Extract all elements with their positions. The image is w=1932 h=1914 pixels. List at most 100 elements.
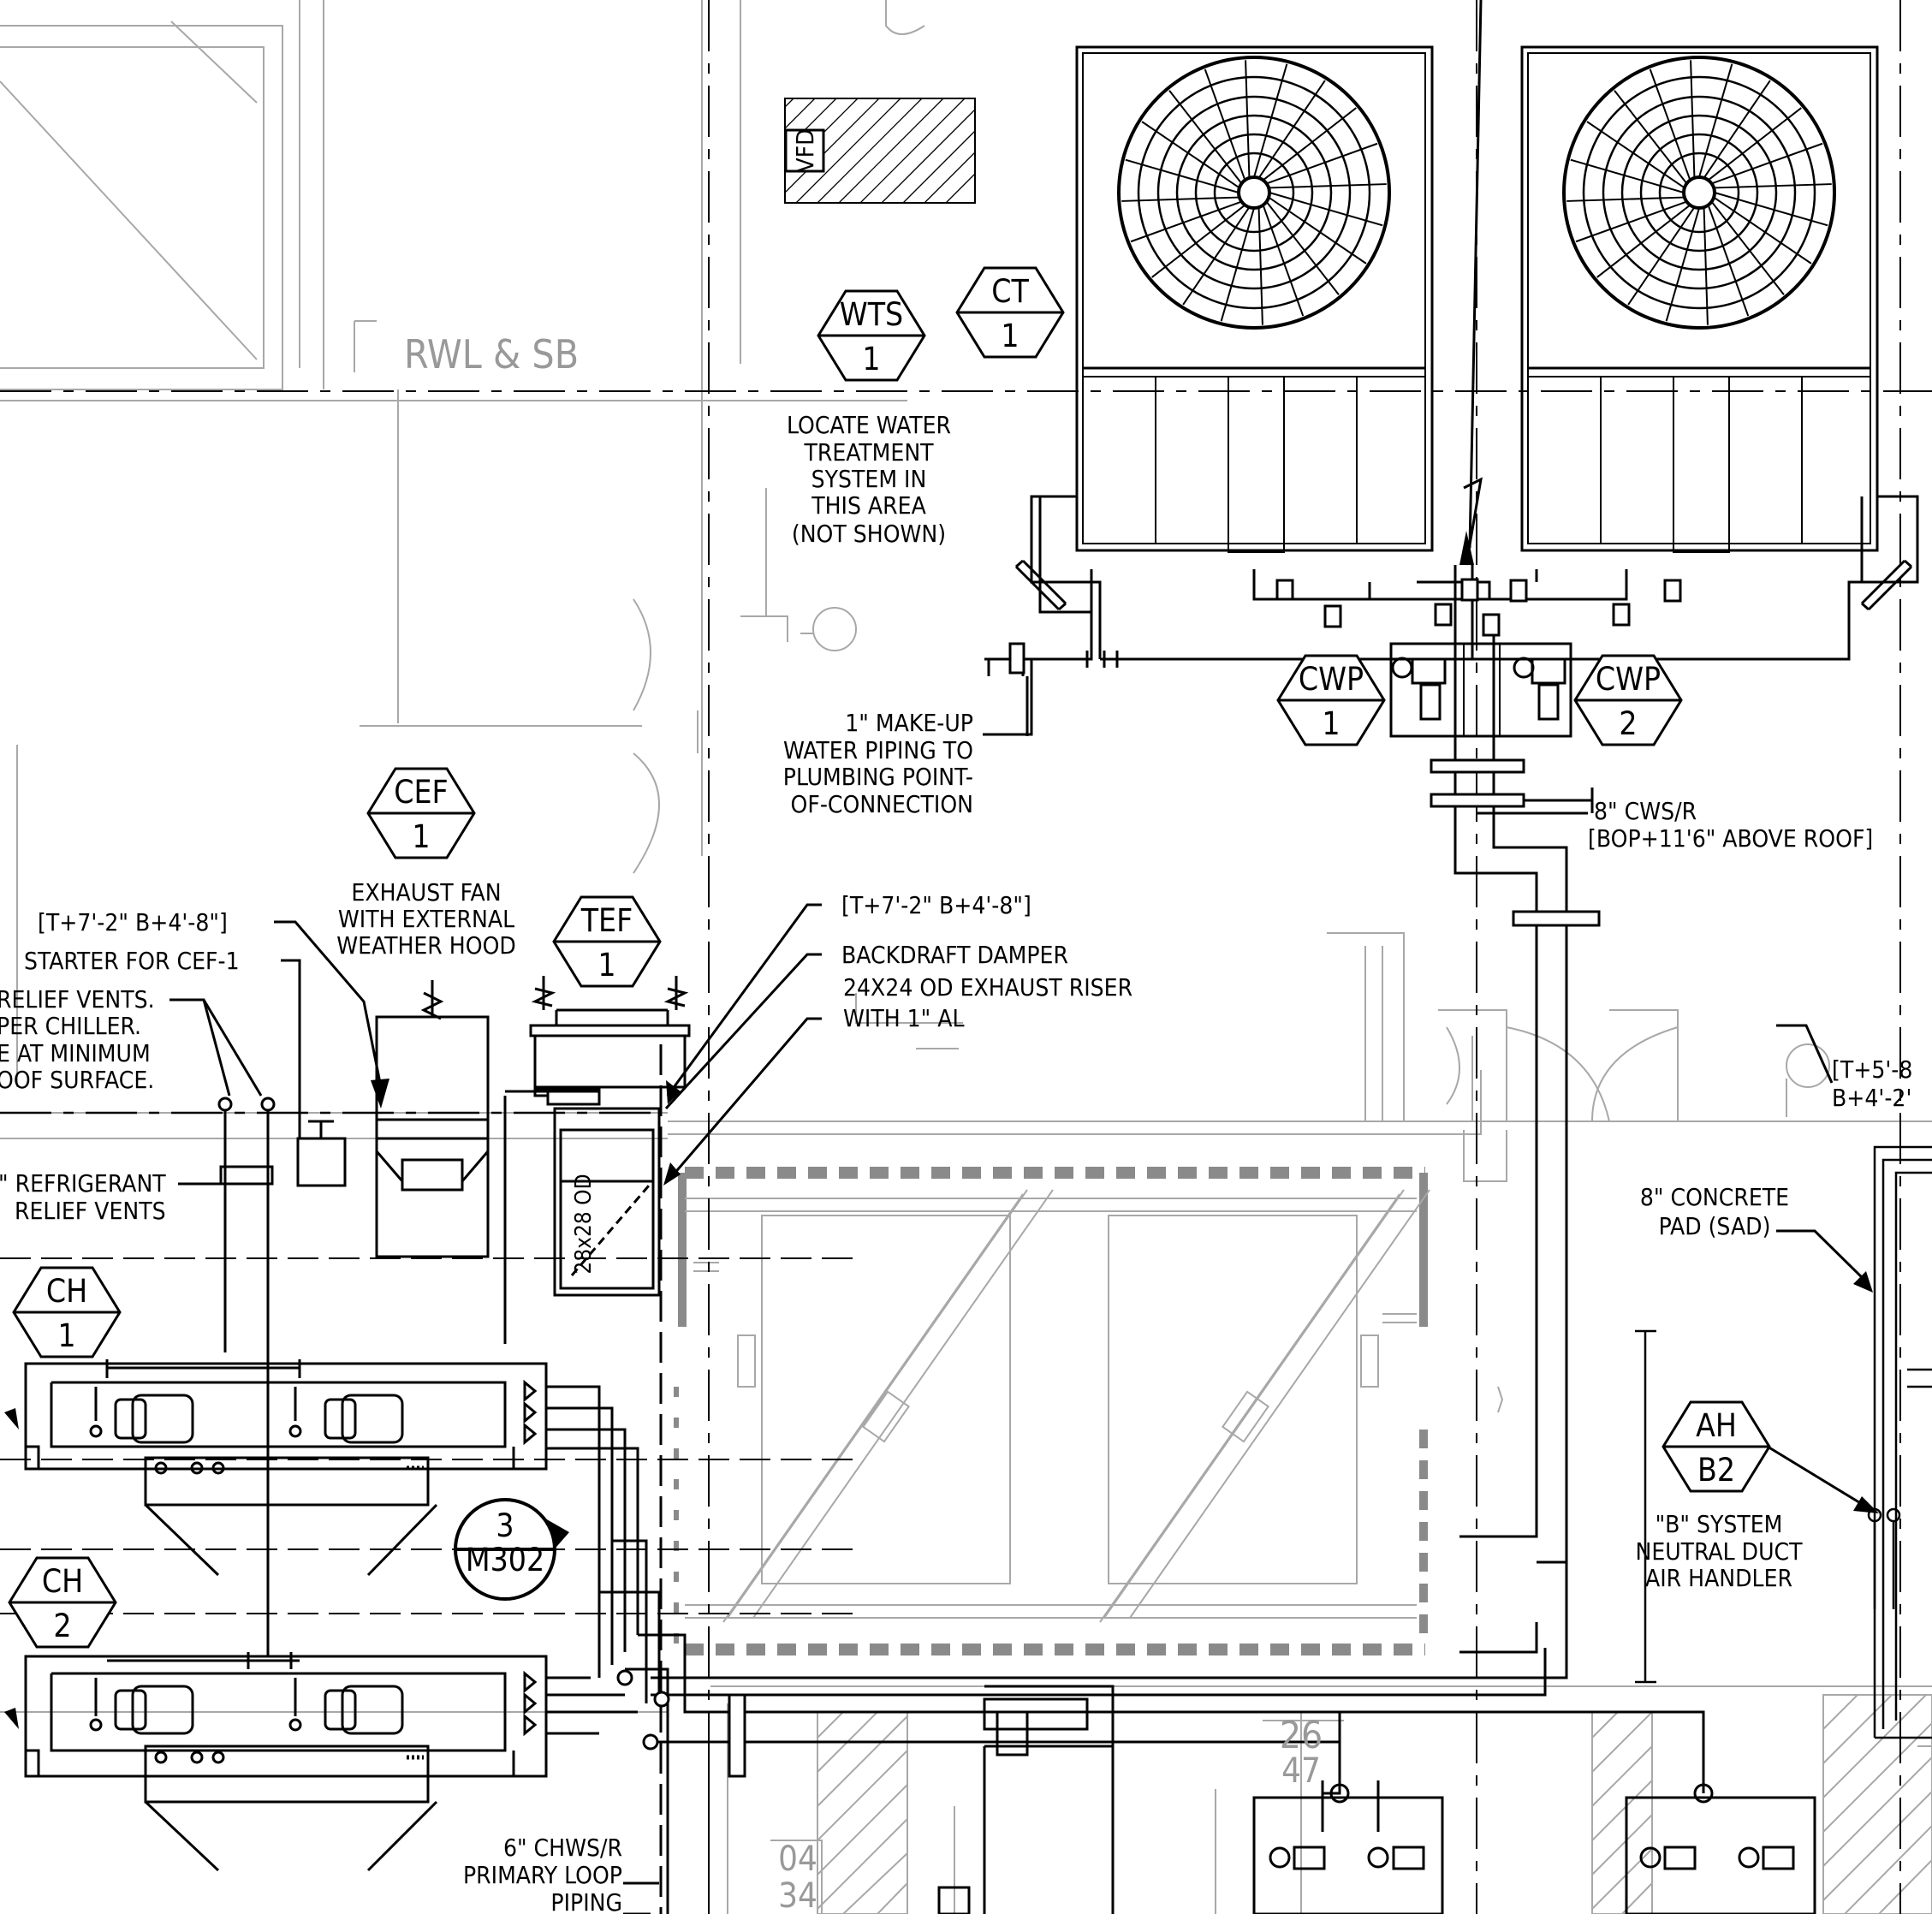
leader-arrowheads (4, 1079, 1879, 1729)
chws-note-line-3: PIPING (550, 1888, 622, 1914)
tag-ct1: CT 1 (955, 266, 1065, 359)
tag-cef: CEF 1 (366, 767, 476, 859)
water-treatment-note-line-5: (NOT SHOWN) (792, 520, 946, 548)
fan-icon (1117, 56, 1391, 330)
relief-vents-note-line-4: OOF SURFACE. (0, 1066, 154, 1094)
fan-icon (1562, 56, 1836, 330)
damper-note-line-1: [T+7'-2" B+4'-8"] (841, 891, 1031, 919)
condenser-pump-skid (1389, 642, 1572, 738)
chiller-2 (24, 1652, 548, 1872)
tag-ch1-bottom: 1 (57, 1317, 75, 1354)
tag-cef-bottom: 1 (412, 818, 430, 855)
refrigerant-note-line-2: RELIEF VENTS (15, 1197, 166, 1225)
tef-exhaust-fan (505, 976, 691, 1097)
tag-ct1-top: CT (991, 273, 1029, 310)
leader-lines (169, 659, 1870, 1914)
room-number-b: 47 (1281, 1751, 1321, 1791)
starter-note-line-1: [T+7'-2" B+4'-8"] (38, 908, 228, 936)
tag-ch1: CH 1 (12, 1266, 122, 1358)
notes: LOCATE WATER TREATMENT SYSTEM IN THIS AR… (0, 411, 1912, 1914)
tag-cwp2-bottom: 2 (1619, 705, 1637, 742)
water-treatment-note-line-1: LOCATE WATER (787, 411, 951, 439)
damper-note-line-2: BACKDRAFT DAMPER (841, 941, 1068, 969)
tag-ch2-top: CH (42, 1563, 83, 1600)
chiller-pad-outline (674, 1167, 1428, 1655)
cooling-tower-1 (1075, 45, 1434, 553)
cws-note-line-1: 8" CWS/R (1594, 797, 1697, 825)
exhaust-fan-note-line-3: WEATHER HOOD (336, 931, 516, 960)
refrigerant-note-line-1: " REFRIGERANT (0, 1169, 166, 1198)
exhaust-fan-note-line-1: EXHAUST FAN (351, 878, 501, 906)
exhaust-riser (546, 1090, 661, 1297)
tag-ch1-top: CH (46, 1273, 87, 1310)
makeup-note-line-2: WATER PIPING TO (783, 736, 973, 764)
tag-ah-bottom: B2 (1697, 1452, 1735, 1489)
air-handler-note-line-2: NEUTRAL DUCT (1635, 1537, 1803, 1566)
chws-note-line-1: 6" CHWS/R (503, 1834, 622, 1862)
cef-exhaust-fan (375, 980, 490, 1258)
tag-cwp1-bottom: 1 (1322, 705, 1340, 742)
makeup-note-line-3: PLUMBING POINT- (783, 763, 973, 791)
tag-ch2: CH 2 (8, 1556, 117, 1649)
water-treatment-note-line-4: THIS AREA (811, 491, 926, 520)
section-marker-bottom: M302 (466, 1542, 544, 1578)
chws-note-line-2: PRIMARY LOOP (463, 1861, 622, 1889)
cws-note-line-2: [BOP+11'6" ABOVE ROOF] (1588, 824, 1873, 853)
tag-tef-top: TEF (580, 902, 633, 939)
tag-wts: WTS 1 (817, 289, 926, 382)
chiller-1 (24, 1359, 548, 1577)
tag-wts-top: WTS (840, 296, 903, 333)
cooling-tower-2 (1520, 45, 1879, 553)
section-marker (454, 1498, 569, 1601)
tag-ah: AH B2 (1662, 1400, 1771, 1493)
tag-ah-top: AH (1696, 1407, 1737, 1444)
exhaust-fan-note-line-2: WITH EXTERNAL (338, 905, 514, 933)
starter-note-line-2: STARTER FOR CEF-1 (24, 947, 240, 975)
water-treatment-note-line-2: TREATMENT (803, 438, 934, 467)
pipe-fittings (523, 1379, 746, 1778)
pad-note-line-1: 8" CONCRETE (1640, 1183, 1789, 1211)
tag-tef: TEF 1 (552, 895, 662, 988)
secondary-pumps (937, 1685, 1816, 1914)
water-treatment-note-line-3: SYSTEM IN (811, 465, 927, 493)
cws-pipe-bands (1430, 758, 1601, 927)
damper-note-line-3: 24X24 OD EXHAUST RISER (843, 973, 1132, 1002)
duct-size-label: 28x28 OD (571, 1174, 597, 1274)
tag-ch2-bottom: 2 (53, 1608, 71, 1644)
relief-vents-note-line-3: E AT MINIMUM (0, 1039, 151, 1067)
pad-equipment-ghost (685, 1189, 1504, 1623)
fan-grilles (1121, 60, 1832, 325)
air-handler-frame (1635, 1145, 1932, 1739)
room-number-d: 34 (778, 1876, 817, 1914)
makeup-note-line-1: 1" MAKE-UP (845, 709, 973, 737)
room-number-c: 04 (778, 1840, 817, 1879)
vfd-label: VFD (791, 128, 819, 172)
tag-tef-bottom: 1 (597, 947, 615, 984)
pad-note-line-2: PAD (SAD) (1659, 1212, 1771, 1240)
tag-ct1-bottom: 1 (1001, 318, 1019, 354)
leader-arrow (1463, 477, 1483, 566)
arrowhead-icon (1459, 531, 1474, 565)
air-handler-note-line-3: AIR HANDLER (1645, 1564, 1792, 1592)
relief-vents-note-line-2: PER CHILLER. (0, 1012, 141, 1040)
tower-valves (1008, 559, 1913, 675)
tag-cwp1: CWP 1 (1276, 654, 1386, 746)
relief-vents-note-line-1: RELIEF VENTS. (0, 985, 155, 1013)
tag-cef-top: CEF (394, 774, 448, 811)
section-marker-top: 3 (496, 1507, 514, 1544)
vfd-panel: VFD (784, 98, 976, 204)
air-handler-note-line-1: "B" SYSTEM (1656, 1510, 1783, 1538)
damper-note-line-4: WITH 1" AL (843, 1004, 965, 1032)
tag-wts-bottom: 1 (862, 341, 880, 377)
mount-right-note-line-1: [T+5'-8 (1832, 1055, 1912, 1084)
room-number-a: 26 (1280, 1714, 1323, 1757)
mount-right-note-line-2: B+4'-2' (1832, 1084, 1911, 1112)
top-left-label: RWL & SB (404, 331, 579, 377)
makeup-note-line-4: OF-CONNECTION (791, 790, 974, 818)
tag-cwp1-top: CWP (1299, 661, 1364, 698)
